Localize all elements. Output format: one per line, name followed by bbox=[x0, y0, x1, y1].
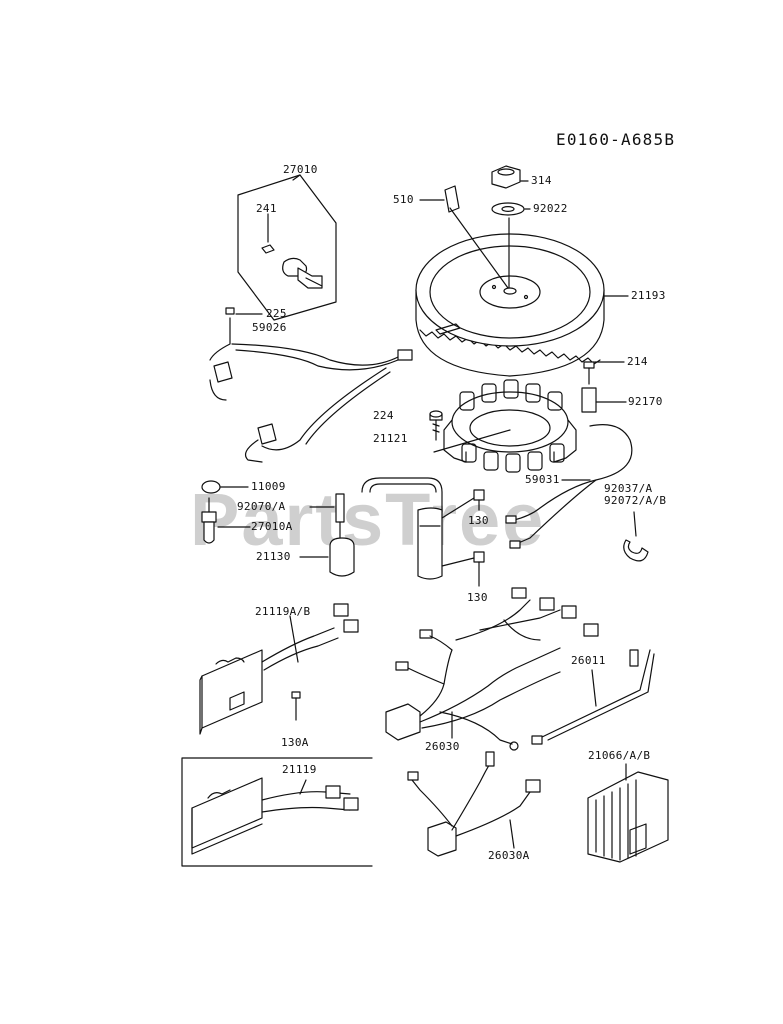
part-92037-clamp bbox=[623, 511, 649, 562]
part-21193-flywheel bbox=[415, 207, 629, 377]
label-92072AB: 92072/A/B bbox=[604, 494, 667, 507]
part-27010A-sensor bbox=[201, 497, 251, 544]
label-21119AB: 21119A/B bbox=[255, 605, 311, 618]
part-26011-lead bbox=[531, 649, 655, 745]
label-92070A: 92070/A bbox=[237, 500, 286, 513]
label-130-upper: 130 bbox=[468, 514, 489, 527]
part-224-bolt bbox=[429, 410, 443, 441]
label-241: 241 bbox=[256, 202, 277, 215]
label-26030A: 26030A bbox=[488, 849, 530, 862]
label-21130: 21130 bbox=[256, 550, 291, 563]
label-59031: 59031 bbox=[525, 473, 560, 486]
label-21119: 21119 bbox=[282, 763, 317, 776]
part-21066AB-rectifier bbox=[587, 763, 669, 863]
label-130A: 130A bbox=[281, 736, 309, 749]
part-26030-main-harness bbox=[385, 587, 599, 751]
label-314: 314 bbox=[531, 174, 552, 187]
label-214: 214 bbox=[627, 355, 648, 368]
watermark: PartsTree bbox=[190, 478, 545, 561]
diagram-code: E0160-A685B bbox=[556, 130, 676, 149]
part-92070-fitting bbox=[309, 493, 345, 539]
label-59026: 59026 bbox=[252, 321, 287, 334]
part-21121-stator bbox=[433, 379, 577, 473]
part-21119AB-regulator bbox=[199, 603, 359, 735]
part-314-nut bbox=[491, 165, 529, 189]
part-214-bolt bbox=[583, 361, 625, 385]
label-510: 510 bbox=[393, 193, 414, 206]
part-510-key bbox=[419, 185, 460, 213]
label-224: 224 bbox=[373, 409, 394, 422]
label-26011: 26011 bbox=[571, 654, 606, 667]
label-92022: 92022 bbox=[533, 202, 568, 215]
label-27010: 27010 bbox=[283, 163, 318, 176]
label-27010A: 27010A bbox=[251, 520, 293, 533]
label-11009: 11009 bbox=[251, 480, 286, 493]
label-26030: 26030 bbox=[425, 740, 460, 753]
label-225: 225 bbox=[266, 307, 287, 320]
part-21130-coil bbox=[361, 477, 485, 587]
part-26030A-harness bbox=[407, 751, 541, 857]
label-21193: 21193 bbox=[631, 289, 666, 302]
part-92022-washer bbox=[491, 202, 531, 216]
part-21130-cap bbox=[299, 537, 355, 577]
label-92037A: 92037/A bbox=[604, 482, 653, 495]
label-130-lower: 130 bbox=[467, 591, 488, 604]
label-21121: 21121 bbox=[373, 432, 408, 445]
label-92170: 92170 bbox=[628, 395, 663, 408]
part-27010-switch bbox=[237, 174, 337, 321]
part-11009-gasket bbox=[201, 480, 249, 494]
part-92170-spacer bbox=[581, 387, 627, 413]
part-59031-lead bbox=[505, 424, 633, 549]
part-21119-regulator bbox=[181, 757, 373, 867]
part-59026-wire-harness bbox=[209, 307, 413, 463]
label-21066AB: 21066/A/B bbox=[588, 749, 651, 762]
